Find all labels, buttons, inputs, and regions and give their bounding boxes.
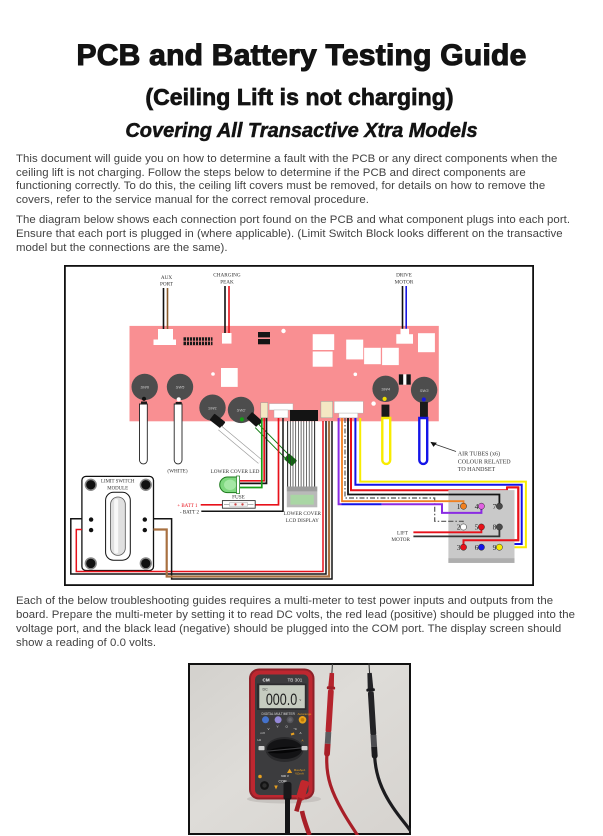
svg-text:5: 5: [475, 523, 479, 532]
svg-text:A: A: [302, 739, 304, 743]
svg-text:°C: °C: [294, 727, 298, 731]
svg-text:+ BATT 1: + BATT 1: [177, 504, 198, 509]
svg-text:8: 8: [493, 523, 497, 532]
svg-text:600 V: 600 V: [281, 774, 289, 778]
svg-text:LOWER COVER: LOWER COVER: [284, 511, 322, 517]
svg-text:4: 4: [475, 502, 479, 511]
svg-text:VΩmA: VΩmA: [295, 772, 304, 776]
svg-text:COM: COM: [279, 780, 287, 784]
svg-text:SW4: SW4: [381, 387, 390, 392]
svg-text:SW2: SW2: [237, 408, 246, 413]
svg-text:9: 9: [493, 543, 497, 552]
svg-text:Autorange: Autorange: [298, 712, 312, 716]
svg-text:7: 7: [493, 502, 497, 511]
svg-text:V: V: [277, 725, 279, 729]
svg-text:AUX: AUX: [161, 275, 172, 281]
svg-text:MaxAμA: MaxAμA: [294, 768, 305, 772]
svg-text:SW6: SW6: [140, 385, 149, 390]
svg-text:1: 1: [457, 502, 461, 511]
svg-text:Ω: Ω: [286, 725, 289, 729]
svg-text:COLOUR RELATED: COLOUR RELATED: [458, 459, 511, 465]
svg-text:- BATT 2: - BATT 2: [180, 510, 200, 515]
svg-text:AIR TUBES (x6): AIR TUBES (x6): [458, 451, 500, 458]
svg-text:CHARGING: CHARGING: [213, 273, 241, 279]
svg-text:Hz: Hz: [258, 738, 262, 742]
svg-text:LIMIT SWITCH: LIMIT SWITCH: [101, 480, 135, 485]
svg-text:LOWER COVER LED: LOWER COVER LED: [211, 469, 260, 475]
svg-text:LIFT: LIFT: [397, 530, 409, 536]
svg-text:MOTOR: MOTOR: [391, 537, 410, 543]
svg-text:000.0: 000.0: [266, 691, 297, 709]
svg-text:CM: CM: [263, 678, 270, 683]
svg-text:PORT: PORT: [160, 282, 174, 288]
svg-text:MODULE: MODULE: [107, 487, 128, 492]
svg-text:SW1: SW1: [208, 406, 217, 411]
svg-text:3: 3: [457, 543, 461, 552]
svg-text:SW3: SW3: [420, 388, 429, 393]
svg-text:FUSE: FUSE: [232, 495, 245, 501]
svg-text:MOTOR: MOTOR: [395, 280, 414, 286]
svg-text:V: V: [268, 727, 270, 731]
svg-text:A: A: [300, 731, 302, 735]
svg-text:DC: DC: [263, 688, 269, 692]
svg-text:TO HANDSET: TO HANDSET: [458, 467, 496, 473]
svg-text:LCD DISPLAY: LCD DISPLAY: [286, 518, 319, 524]
svg-text:mV: mV: [261, 731, 266, 735]
svg-text:DRIVE: DRIVE: [396, 273, 412, 279]
svg-text:SW5: SW5: [176, 385, 185, 390]
svg-text:2: 2: [457, 523, 461, 532]
svg-text:(WHITE): (WHITE): [167, 468, 187, 475]
svg-text:v: v: [300, 698, 302, 702]
svg-text:TB 301: TB 301: [288, 678, 303, 683]
svg-text:PEAK: PEAK: [220, 280, 234, 286]
svg-text:DIGITAL MULTIMETER: DIGITAL MULTIMETER: [262, 712, 296, 716]
svg-text:6: 6: [475, 543, 479, 552]
